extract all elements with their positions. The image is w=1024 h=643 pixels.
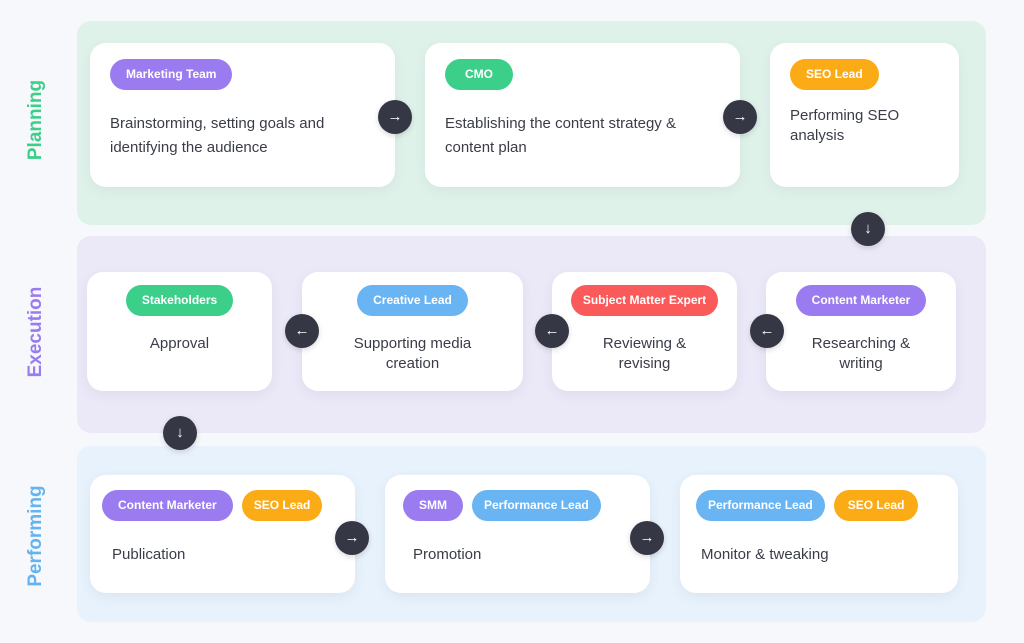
role-pill-cmo: CMO [445, 59, 513, 90]
arrow-right-icon: → [630, 521, 664, 555]
execution-label: Execution [25, 286, 46, 378]
arrow-down-icon: ↓ [163, 416, 197, 450]
arrow-left-icon: ← [285, 314, 319, 348]
role-pill-subject-matter-expert: Subject Matter Expert [570, 285, 719, 316]
card-publication: Content Marketer SEO Lead Publication [90, 475, 355, 593]
step-description: Reviewing & revising [602, 335, 687, 372]
arrow-down-icon: ↓ [851, 212, 885, 246]
arrow-left-icon: ← [750, 314, 784, 348]
step-description: Approval [149, 335, 210, 352]
role-pill-content-marketer: Content Marketer [102, 490, 233, 521]
step-description: Monitor & tweaking [701, 546, 829, 563]
step-description: Promotion [413, 546, 482, 563]
card-media-creation: Creative Lead Supporting media creation [302, 272, 523, 391]
card-approval: Stakeholders Approval [87, 272, 272, 391]
role-pill-seo-lead: SEO Lead [790, 59, 879, 90]
card-seo-analysis: SEO Lead Performing SEO analysis [770, 43, 959, 187]
step-description: Supporting media creation [353, 335, 472, 372]
role-pill-performance-lead: Performance Lead [472, 490, 601, 521]
card-monitor: Performance Lead SEO Lead Monitor & twea… [680, 475, 958, 593]
step-description: Publication [112, 546, 186, 563]
step-description: Performing SEO analysis [790, 107, 900, 144]
step-description: Researching & writing [811, 335, 911, 372]
role-pill-seo-lead: SEO Lead [833, 490, 919, 521]
card-researching: Content Marketer Researching & writing [766, 272, 956, 391]
arrow-left-icon: ← [535, 314, 569, 348]
role-pill-stakeholders: Stakeholders [125, 285, 234, 316]
card-reviewing: Subject Matter Expert Reviewing & revisi… [552, 272, 737, 391]
arrow-right-icon: → [378, 100, 412, 134]
card-brainstorming: Marketing Team Brainstorming, setting go… [90, 43, 395, 187]
step-description: Establishing the content strategy & cont… [445, 115, 676, 156]
arrow-right-icon: → [723, 100, 757, 134]
role-pill-marketing-team: Marketing Team [110, 59, 233, 90]
role-pill-creative-lead: Creative Lead [357, 285, 468, 316]
role-pill-performance-lead: Performance Lead [696, 490, 825, 521]
arrow-right-icon: → [335, 521, 369, 555]
role-pill-smm: SMM [403, 490, 463, 521]
card-content-strategy: CMO Establishing the content strategy & … [425, 43, 740, 187]
card-promotion: SMM Performance Lead Promotion [385, 475, 650, 593]
step-description: Brainstorming, setting goals and identif… [110, 115, 325, 156]
performing-label: Performing [25, 485, 46, 587]
role-pill-content-marketer: Content Marketer [795, 285, 927, 316]
role-pill-seo-lead: SEO Lead [241, 490, 323, 521]
planning-label: Planning [25, 79, 46, 161]
